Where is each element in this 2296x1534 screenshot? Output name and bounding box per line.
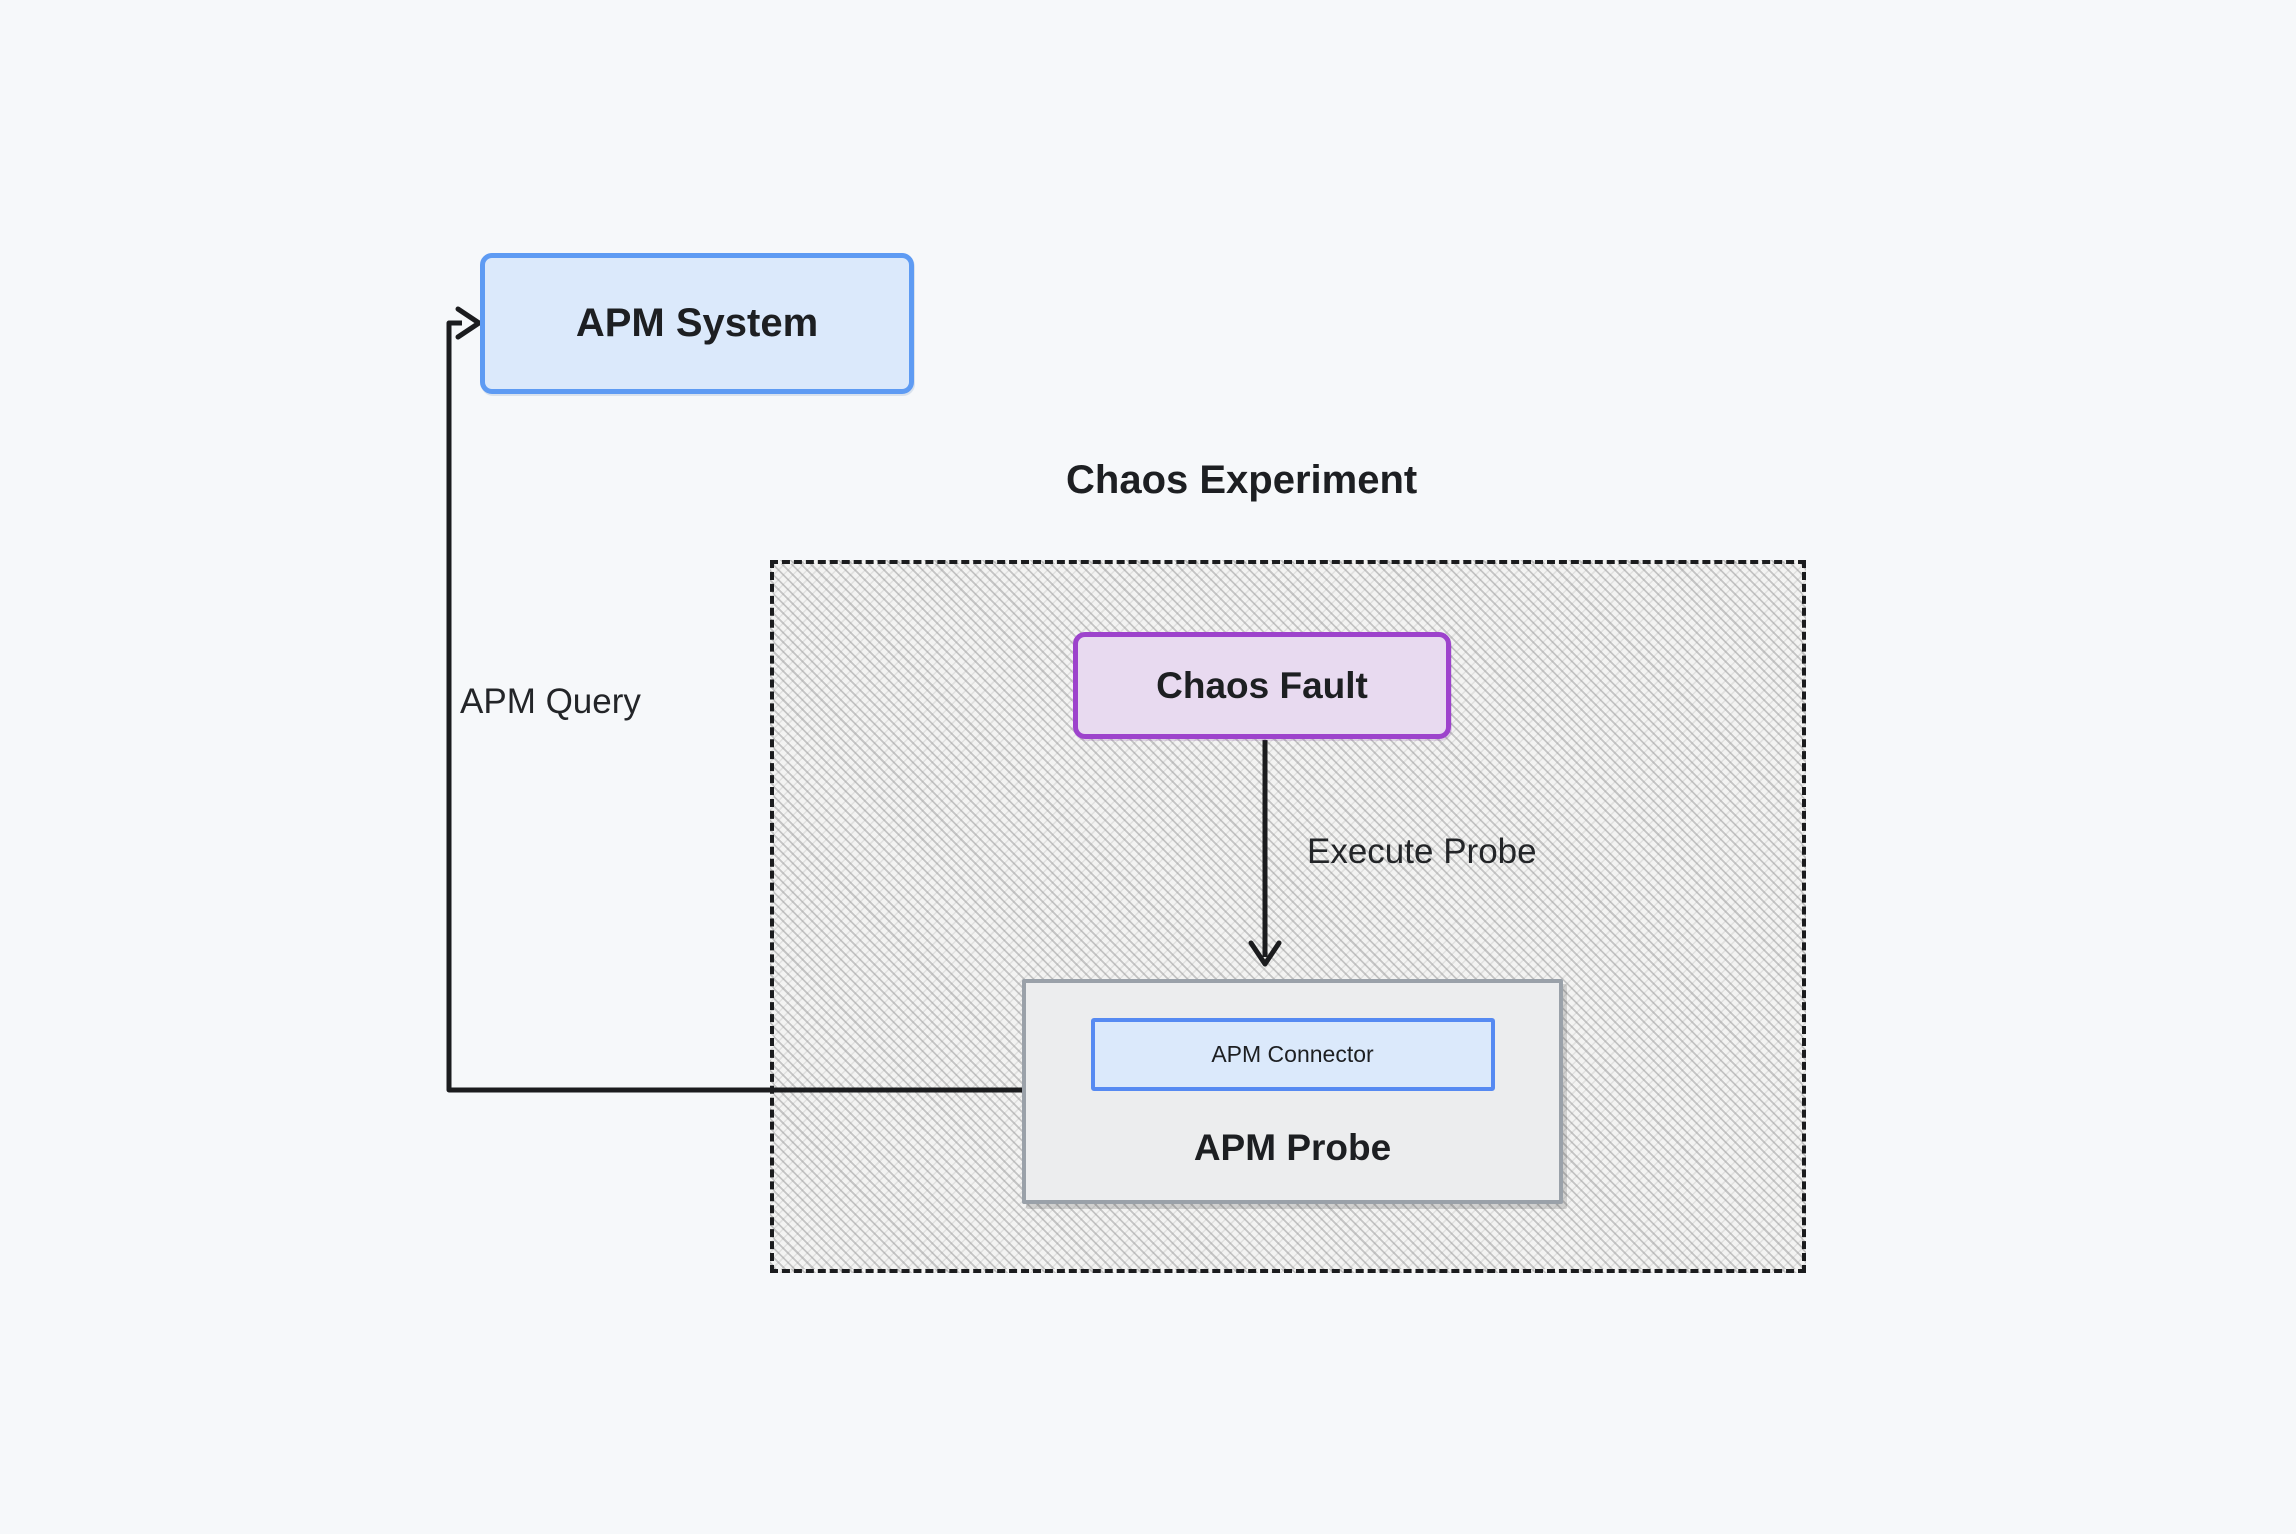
execute-probe-edge-label: Execute Probe [1307,832,1537,871]
chaos-fault-node: Chaos Fault [1073,632,1451,739]
apm-system-label: APM System [575,301,819,345]
apm-probe-label: APM Probe [1193,1127,1392,1168]
apm-query-edge-label: APM Query [460,682,641,721]
apm-connector-node: APM Connector [1090,1018,1495,1091]
chaos-fault-label: Chaos Fault [1156,664,1368,706]
chaos-experiment-title: Chaos Experiment [1066,458,1418,502]
apm-connector-label: APM Connector [1211,1041,1374,1067]
apm-system-node: APM System [480,253,914,394]
apm-query-arrowhead [455,306,482,340]
apm-probe-node: APM Connector APM Probe [1022,979,1563,1204]
